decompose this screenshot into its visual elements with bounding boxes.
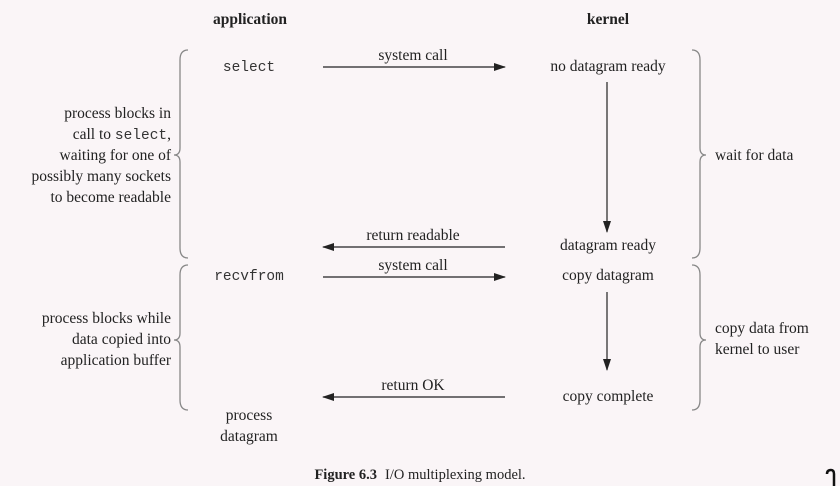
svg-text:application buffer: application buffer [61, 352, 172, 369]
svg-text:process blocks in: process blocks in [64, 105, 171, 122]
recvfrom-call: recvfrom [214, 269, 284, 285]
right-brace-copy [691, 264, 707, 411]
no-datagram-ready: no datagram ready [550, 58, 666, 75]
datagram-ready: datagram ready [560, 237, 656, 254]
process-datagram-line2: datagram [220, 428, 278, 445]
application-header: application [213, 11, 287, 28]
system-call-label-2: system call [378, 257, 447, 274]
right-brace-wait [691, 49, 707, 259]
copy-data-label-line2: kernel to user [715, 341, 800, 358]
svg-text:waiting for one of: waiting for one of [60, 147, 172, 164]
return-readable-label: return readable [366, 227, 459, 244]
svg-text:possibly many sockets: possibly many sockets [32, 168, 172, 185]
svg-text:call to select,: call to select, [73, 126, 171, 144]
copy-complete: copy complete [563, 388, 654, 405]
copy-data-label-line1: copy data from [715, 320, 809, 337]
left-note-copy: process blocks while data copied into ap… [42, 310, 172, 369]
kernel-header: kernel [587, 11, 630, 28]
left-brace-wait [173, 49, 189, 259]
return-ok-label: return OK [381, 377, 445, 394]
svg-text:process blocks while: process blocks while [42, 310, 171, 327]
left-brace-copy [173, 264, 189, 411]
left-note-wait: process blocks in call to select, waitin… [32, 105, 172, 206]
corner-glyph-icon [825, 468, 836, 486]
select-call: select [223, 60, 275, 76]
copy-datagram: copy datagram [562, 267, 654, 284]
svg-text:data copied into: data copied into [72, 331, 171, 348]
process-datagram-line1: process [226, 407, 273, 424]
wait-for-data-label: wait for data [715, 147, 793, 164]
system-call-label-1: system call [378, 47, 447, 64]
svg-text:to become readable: to become readable [51, 189, 172, 206]
